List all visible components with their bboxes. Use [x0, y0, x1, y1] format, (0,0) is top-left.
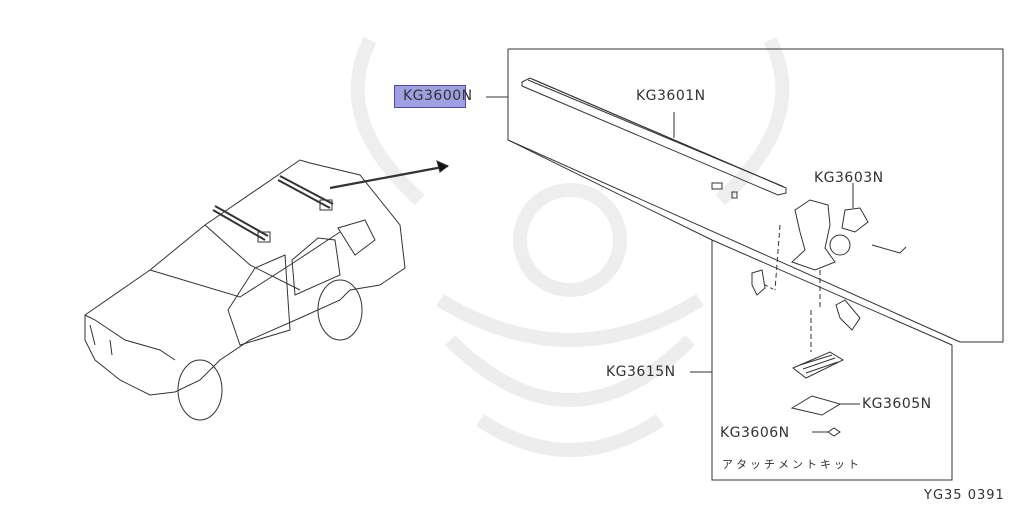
- part-label-kg3605n[interactable]: KG3605N: [862, 396, 932, 412]
- vehicle-illustration: [84, 159, 449, 421]
- assembly-frame: [486, 48, 1004, 346]
- part-label-kg3601n[interactable]: KG3601N: [636, 88, 706, 104]
- part-label-kg3606n[interactable]: KG3606N: [720, 425, 790, 441]
- selected-part-highlight: [394, 85, 466, 108]
- attachment-kit-frame: [690, 240, 953, 481]
- part-label-kg3600n[interactable]: KG3600N: [403, 88, 473, 104]
- figure-code: YG35 0391: [924, 488, 1005, 503]
- rail-bar-part: [521, 77, 787, 199]
- watermark-samurai-icon: [350, 36, 790, 457]
- attachment-kit-caption: アタッチメントキット: [722, 458, 862, 471]
- part-label-kg3615n[interactable]: KG3615N: [606, 364, 676, 380]
- part-label-kg3603n[interactable]: KG3603N: [814, 170, 884, 186]
- foot-part: [774, 183, 907, 331]
